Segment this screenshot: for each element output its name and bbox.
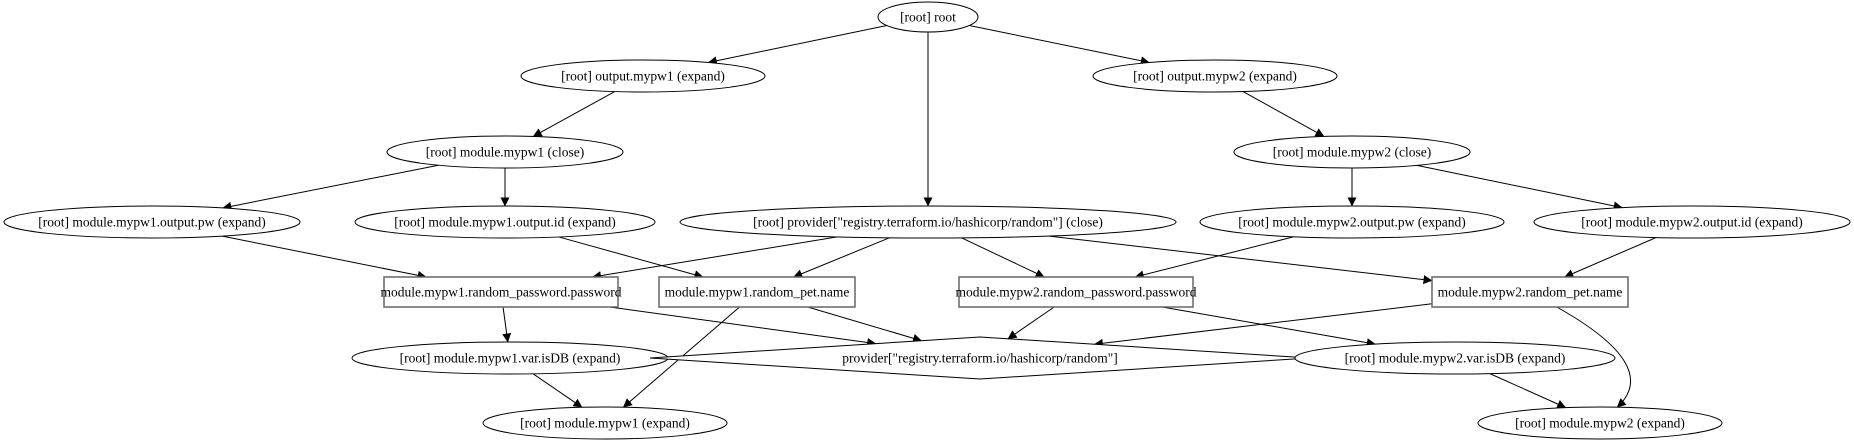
edge-pclose-pet1 — [793, 237, 890, 278]
node-expand1: [root] module.mypw1 (expand) — [482, 406, 728, 440]
node-out2-shape — [1092, 59, 1338, 93]
node-pet1-label: module.mypw1.random_pet.name — [665, 285, 850, 300]
node-opw1-label: [root] module.mypw1.output.pw (expand) — [38, 215, 266, 230]
edge-root-out2 — [969, 24, 1150, 66]
node-oid2-shape — [1533, 205, 1851, 239]
node-pclose: [root] provider["registry.terraform.io/h… — [679, 205, 1177, 239]
edge-pass2-isdb2 — [1162, 306, 1376, 348]
node-isdb1: [root] module.mypw1.var.isDB (expand) — [351, 341, 669, 375]
edge-pet2-pdiamond — [1093, 303, 1433, 348]
node-pass2-shape — [958, 276, 1194, 308]
edge-pclose-pass2 — [961, 237, 1045, 278]
edge-pass2-pdiamond — [1007, 306, 1055, 340]
node-opw2: [root] module.mypw2.output.pw (expand) — [1199, 205, 1505, 239]
node-pet2-label: module.mypw2.random_pet.name — [1438, 285, 1623, 300]
node-close1-shape — [386, 135, 624, 169]
edge-close2-oid2 — [1416, 164, 1623, 211]
node-isdb1-label: [root] module.mypw1.var.isDB (expand) — [400, 351, 621, 366]
node-pass2: module.mypw2.random_password.password — [955, 276, 1197, 308]
node-opw2-label: [root] module.mypw2.output.pw (expand) — [1238, 215, 1466, 230]
node-pdiamond-label: provider["registry.terraform.io/hashicor… — [842, 351, 1118, 366]
node-pdiamond: provider["registry.terraform.io/hashicor… — [649, 336, 1311, 380]
edge-root-out1 — [707, 25, 887, 66]
node-out1: [root] output.mypw1 (expand) — [520, 59, 766, 93]
node-pet1: module.mypw1.random_pet.name — [658, 276, 856, 308]
node-out2: [root] output.mypw2 (expand) — [1092, 59, 1338, 93]
node-pet2: module.mypw2.random_pet.name — [1431, 276, 1629, 308]
edge-out1-close1 — [532, 91, 615, 137]
node-pass1: module.mypw1.random_password.password — [380, 276, 622, 308]
edge-isdb1-expand1 — [532, 373, 583, 408]
node-isdb2: [root] module.mypw2.var.isDB (expand) — [1294, 341, 1616, 375]
node-pass1-shape — [383, 276, 619, 308]
nodes-layer: [root] root [root] output.mypw1 (expand) [… — [3, 1, 1851, 440]
edge-pclose-pass1 — [592, 236, 838, 281]
edge-pass1-pdiamond — [609, 306, 877, 347]
edge-close1-opw1 — [222, 164, 439, 211]
node-root: [root] root — [877, 1, 979, 33]
edge-out2-close2 — [1242, 91, 1325, 137]
edge-isdb2-expand2 — [1489, 373, 1567, 409]
node-oid2: [root] module.mypw2.output.id (expand) — [1533, 205, 1851, 239]
node-root-shape — [877, 1, 979, 33]
edge-pet2-expand2 — [1556, 306, 1632, 408]
node-pass1-label: module.mypw1.random_password.password — [380, 285, 621, 300]
edge-opw1-pass1 — [222, 235, 427, 280]
node-close2: [root] module.mypw2 (close) — [1233, 135, 1471, 169]
node-oid1-shape — [354, 205, 656, 239]
node-pass2-label: module.mypw2.random_password.password — [955, 285, 1196, 300]
edge-pet1-pdiamond — [807, 306, 923, 343]
node-pclose-shape — [679, 205, 1177, 239]
edges-layer — [222, 24, 1657, 409]
edge-pclose-pet2 — [1048, 235, 1433, 285]
edge-oid2-pet2 — [1564, 237, 1657, 278]
node-out1-label: [root] output.mypw1 (expand) — [561, 69, 725, 84]
node-opw2-shape — [1199, 205, 1505, 239]
node-pet1-shape — [658, 276, 856, 308]
node-expand2: [root] module.mypw2 (expand) — [1477, 406, 1723, 440]
node-close1-label: [root] module.mypw1 (close) — [426, 145, 585, 160]
node-pclose-label: [root] provider["registry.terraform.io/h… — [753, 215, 1103, 230]
node-close2-label: [root] module.mypw2 (close) — [1273, 145, 1432, 160]
node-expand1-shape — [482, 406, 728, 440]
node-oid1: [root] module.mypw1.output.id (expand) — [354, 205, 656, 239]
node-oid1-label: [root] module.mypw1.output.id (expand) — [394, 215, 616, 230]
edge-opw2-pass2 — [1134, 236, 1294, 280]
node-isdb2-label: [root] module.mypw2.var.isDB (expand) — [1345, 351, 1566, 366]
node-opw1-shape — [3, 205, 301, 239]
node-close2-shape — [1233, 135, 1471, 169]
node-root-label: [root] root — [900, 10, 956, 25]
edge-pass1-isdb1 — [502, 306, 512, 343]
node-expand2-label: [root] module.mypw2 (expand) — [1515, 416, 1685, 431]
node-expand2-shape — [1477, 406, 1723, 440]
node-expand1-label: [root] module.mypw1 (expand) — [520, 416, 690, 431]
node-pet2-shape — [1431, 276, 1629, 308]
node-close1: [root] module.mypw1 (close) — [386, 135, 624, 169]
node-opw1: [root] module.mypw1.output.pw (expand) — [3, 205, 301, 239]
node-oid2-label: [root] module.mypw2.output.id (expand) — [1581, 215, 1803, 230]
node-out2-label: [root] output.mypw2 (expand) — [1133, 69, 1297, 84]
node-out1-shape — [520, 59, 766, 93]
node-isdb2-shape — [1294, 341, 1616, 375]
edge-oid1-pet1 — [558, 236, 704, 280]
